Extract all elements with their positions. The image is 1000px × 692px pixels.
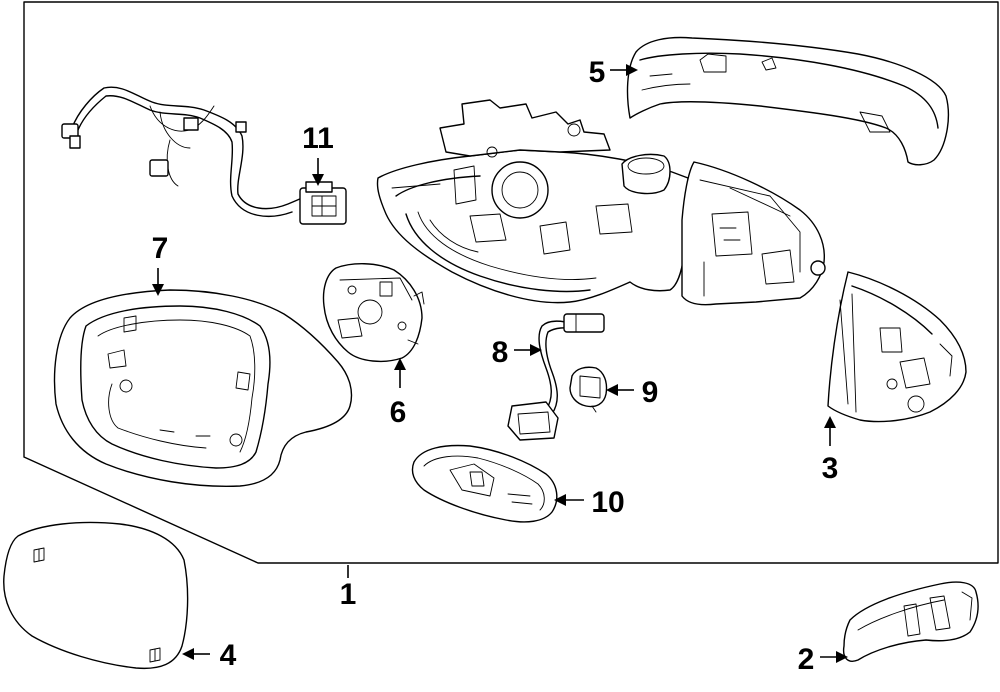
callout-11: 11 — [302, 122, 334, 186]
callout-3: 3 — [822, 416, 839, 485]
callout-8-label: 8 — [492, 336, 509, 369]
callout-4-label: 4 — [220, 639, 237, 672]
callout-6-label: 6 — [390, 396, 407, 429]
callout-1: 1 — [340, 565, 357, 611]
part-5-mirror-cover[interactable] — [626, 36, 949, 166]
part-1-mirror-housing[interactable] — [376, 99, 826, 306]
callout-4: 4 — [182, 639, 237, 672]
callout-2-label: 2 — [798, 643, 815, 676]
callout-11-label: 11 — [302, 122, 334, 155]
assembly-frame — [23, 1, 999, 564]
callout-10: 10 — [554, 486, 625, 519]
part-11-wiring-harness[interactable] — [61, 86, 347, 225]
part-2-indicator[interactable] — [842, 581, 979, 662]
part-4-mirror-glass[interactable] — [3, 521, 189, 670]
callout-2: 2 — [798, 643, 848, 676]
callout-6: 6 — [390, 358, 407, 429]
callout-7: 7 — [152, 232, 169, 296]
part-3-turn-signal[interactable] — [827, 271, 967, 423]
callout-5-label: 5 — [589, 56, 606, 89]
part-6-actuator[interactable] — [322, 263, 425, 363]
part-7-mirror-frame[interactable] — [53, 289, 353, 487]
callout-9: 9 — [606, 376, 658, 409]
part-10-puddle-lamp[interactable] — [411, 444, 558, 523]
callout-1-label: 1 — [340, 578, 357, 611]
part-9-socket[interactable] — [569, 366, 608, 413]
callout-7-label: 7 — [152, 232, 169, 265]
callout-5: 5 — [589, 56, 638, 89]
callout-3-label: 3 — [822, 452, 839, 485]
callout-8: 8 — [492, 336, 542, 369]
callout-10-label: 10 — [591, 486, 624, 519]
callout-9-label: 9 — [642, 376, 659, 409]
part-8-pigtail[interactable] — [507, 313, 605, 441]
